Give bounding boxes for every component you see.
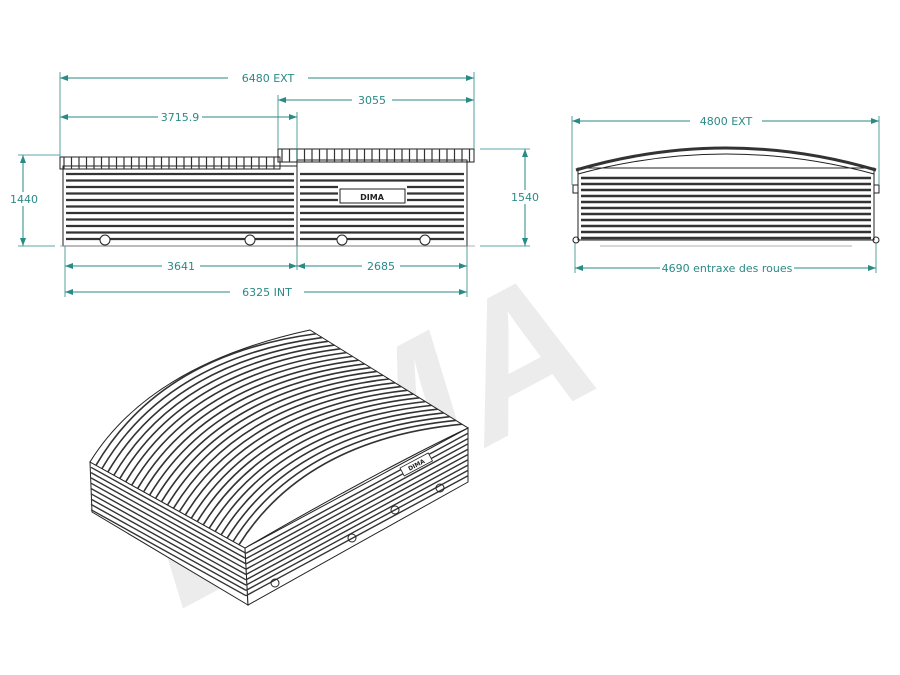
roof-rib [238, 423, 463, 546]
dim-6325-int: 6325 INT [65, 285, 467, 299]
dim-label: 6480 EXT [242, 72, 295, 85]
side-logo-plate: DIMA [339, 188, 406, 204]
panel-stripe [245, 475, 469, 597]
roof-rib [208, 404, 432, 529]
dim-4800-ext: 4800 EXT [571, 114, 880, 185]
roof-rib [172, 381, 396, 509]
end-view-body [572, 146, 880, 247]
dim-label: 2685 [367, 260, 395, 273]
hinge-icon [873, 184, 880, 194]
roof-rib [101, 336, 323, 470]
panel-stripe [90, 471, 247, 560]
dim-3715-9: 3715.9 [60, 110, 298, 160]
wheel-icon [435, 483, 445, 493]
dim-4690-wheel-track: 4690 entraxe des roues [574, 243, 877, 275]
roof-rib [107, 340, 329, 473]
side-logo: DIMA [360, 193, 385, 202]
roof-rib [214, 408, 438, 532]
dim-2685: 2685 [297, 259, 467, 273]
panel-stripe [90, 487, 247, 576]
panel-stripe [245, 432, 469, 554]
wheel-icon [336, 234, 348, 246]
roof-rib [113, 344, 335, 476]
roof-rib [190, 393, 414, 519]
roof-rib [119, 348, 341, 479]
roof-rib [148, 366, 371, 496]
dim-1540: 1540 [480, 148, 540, 247]
wheel-icon [347, 533, 357, 543]
roof-rib [196, 397, 420, 522]
roof-rib [154, 370, 377, 499]
dim-6480-ext: 6480 EXT [59, 71, 475, 157]
wheel-icon [572, 236, 580, 244]
dim-3641: 3641 [64, 246, 468, 297]
panel-stripe [90, 466, 247, 554]
roof-rib [166, 378, 390, 506]
panel-stripe [90, 493, 247, 581]
side-view: DIMA 6480 EXT 3055 3715.9 1440 [8, 71, 540, 299]
iso-roof-ribs [95, 332, 463, 546]
panel-stripe [245, 469, 469, 592]
dim-label: 3641 [167, 260, 195, 273]
dim-label: 4800 EXT [700, 115, 753, 128]
dim-3055: 3055 [277, 93, 474, 149]
roof-rib [184, 389, 408, 516]
panel-stripe [90, 482, 247, 570]
dim-label: 1440 [10, 193, 38, 206]
roof-rib [226, 415, 450, 539]
roof-rib [125, 351, 347, 483]
panel-stripe [90, 509, 247, 597]
dim-1440: 1440 [8, 154, 60, 247]
dim-label: 3055 [358, 94, 386, 107]
wheel-icon [99, 234, 111, 246]
panel-stripe [90, 503, 247, 592]
roof-rib [220, 412, 444, 536]
wheel-icon [419, 234, 431, 246]
wheel-icon [244, 234, 256, 246]
roof-rib [160, 374, 384, 503]
roof-rib [142, 363, 365, 493]
hinge-icon [572, 184, 579, 194]
panel-stripe [245, 464, 469, 586]
panel-stripe [245, 448, 469, 570]
panel-stripe [245, 443, 469, 565]
roof-rib [202, 400, 426, 526]
side-view-body: DIMA [59, 148, 475, 247]
roof-rib [131, 355, 353, 486]
dim-label: 1540 [511, 191, 539, 204]
iso-face-ribs [90, 432, 469, 597]
roof-rib [95, 332, 317, 466]
roof-rib [137, 359, 359, 489]
roof-rib [178, 385, 402, 513]
dim-label: 4690 entraxe des roues [662, 262, 793, 275]
roof-rib [232, 419, 456, 542]
wheel-icon [390, 505, 400, 515]
isometric-view: DIMA [89, 329, 470, 606]
dim-label: 6325 INT [242, 286, 292, 299]
end-view: 4800 EXT 4690 entraxe des roues [571, 114, 880, 275]
wheel-icon [270, 578, 280, 588]
panel-stripe [245, 459, 469, 581]
dim-label: 3715.9 [161, 111, 200, 124]
panel-stripe [90, 477, 247, 565]
panel-stripe [90, 498, 247, 586]
panel-stripe [245, 453, 469, 576]
